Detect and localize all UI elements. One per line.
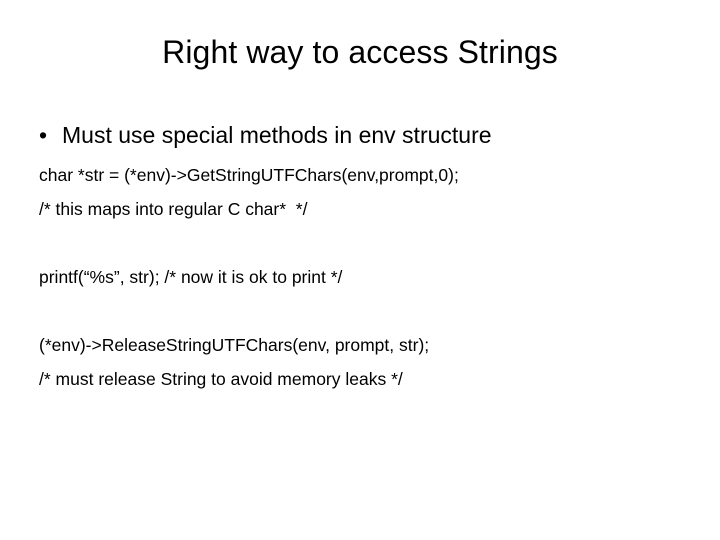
bullet-list-item: • Must use special methods in env struct…	[39, 118, 720, 152]
code-line: (*env)->ReleaseStringUTFChars(env, promp…	[39, 335, 430, 355]
code-block-get-string: char *str = (*env)->GetStringUTFChars(en…	[39, 158, 720, 226]
code-line: printf(“%s”, str); /* now it is ok to pr…	[39, 267, 343, 287]
code-line: /* must release String to avoid memory l…	[39, 369, 403, 389]
bullet-point-icon: •	[39, 122, 48, 148]
code-block-release-string: (*env)->ReleaseStringUTFChars(env, promp…	[39, 328, 720, 396]
bullet-item-label: Must use special methods in env structur…	[62, 122, 492, 148]
page-title: Right way to access Strings	[162, 34, 558, 70]
slide-body: • Must use special methods in env struct…	[0, 118, 720, 396]
code-line: char *str = (*env)->GetStringUTFChars(en…	[39, 165, 459, 185]
code-block-printf: printf(“%s”, str); /* now it is ok to pr…	[39, 260, 720, 294]
code-line: /* this maps into regular C char* */	[39, 199, 308, 219]
